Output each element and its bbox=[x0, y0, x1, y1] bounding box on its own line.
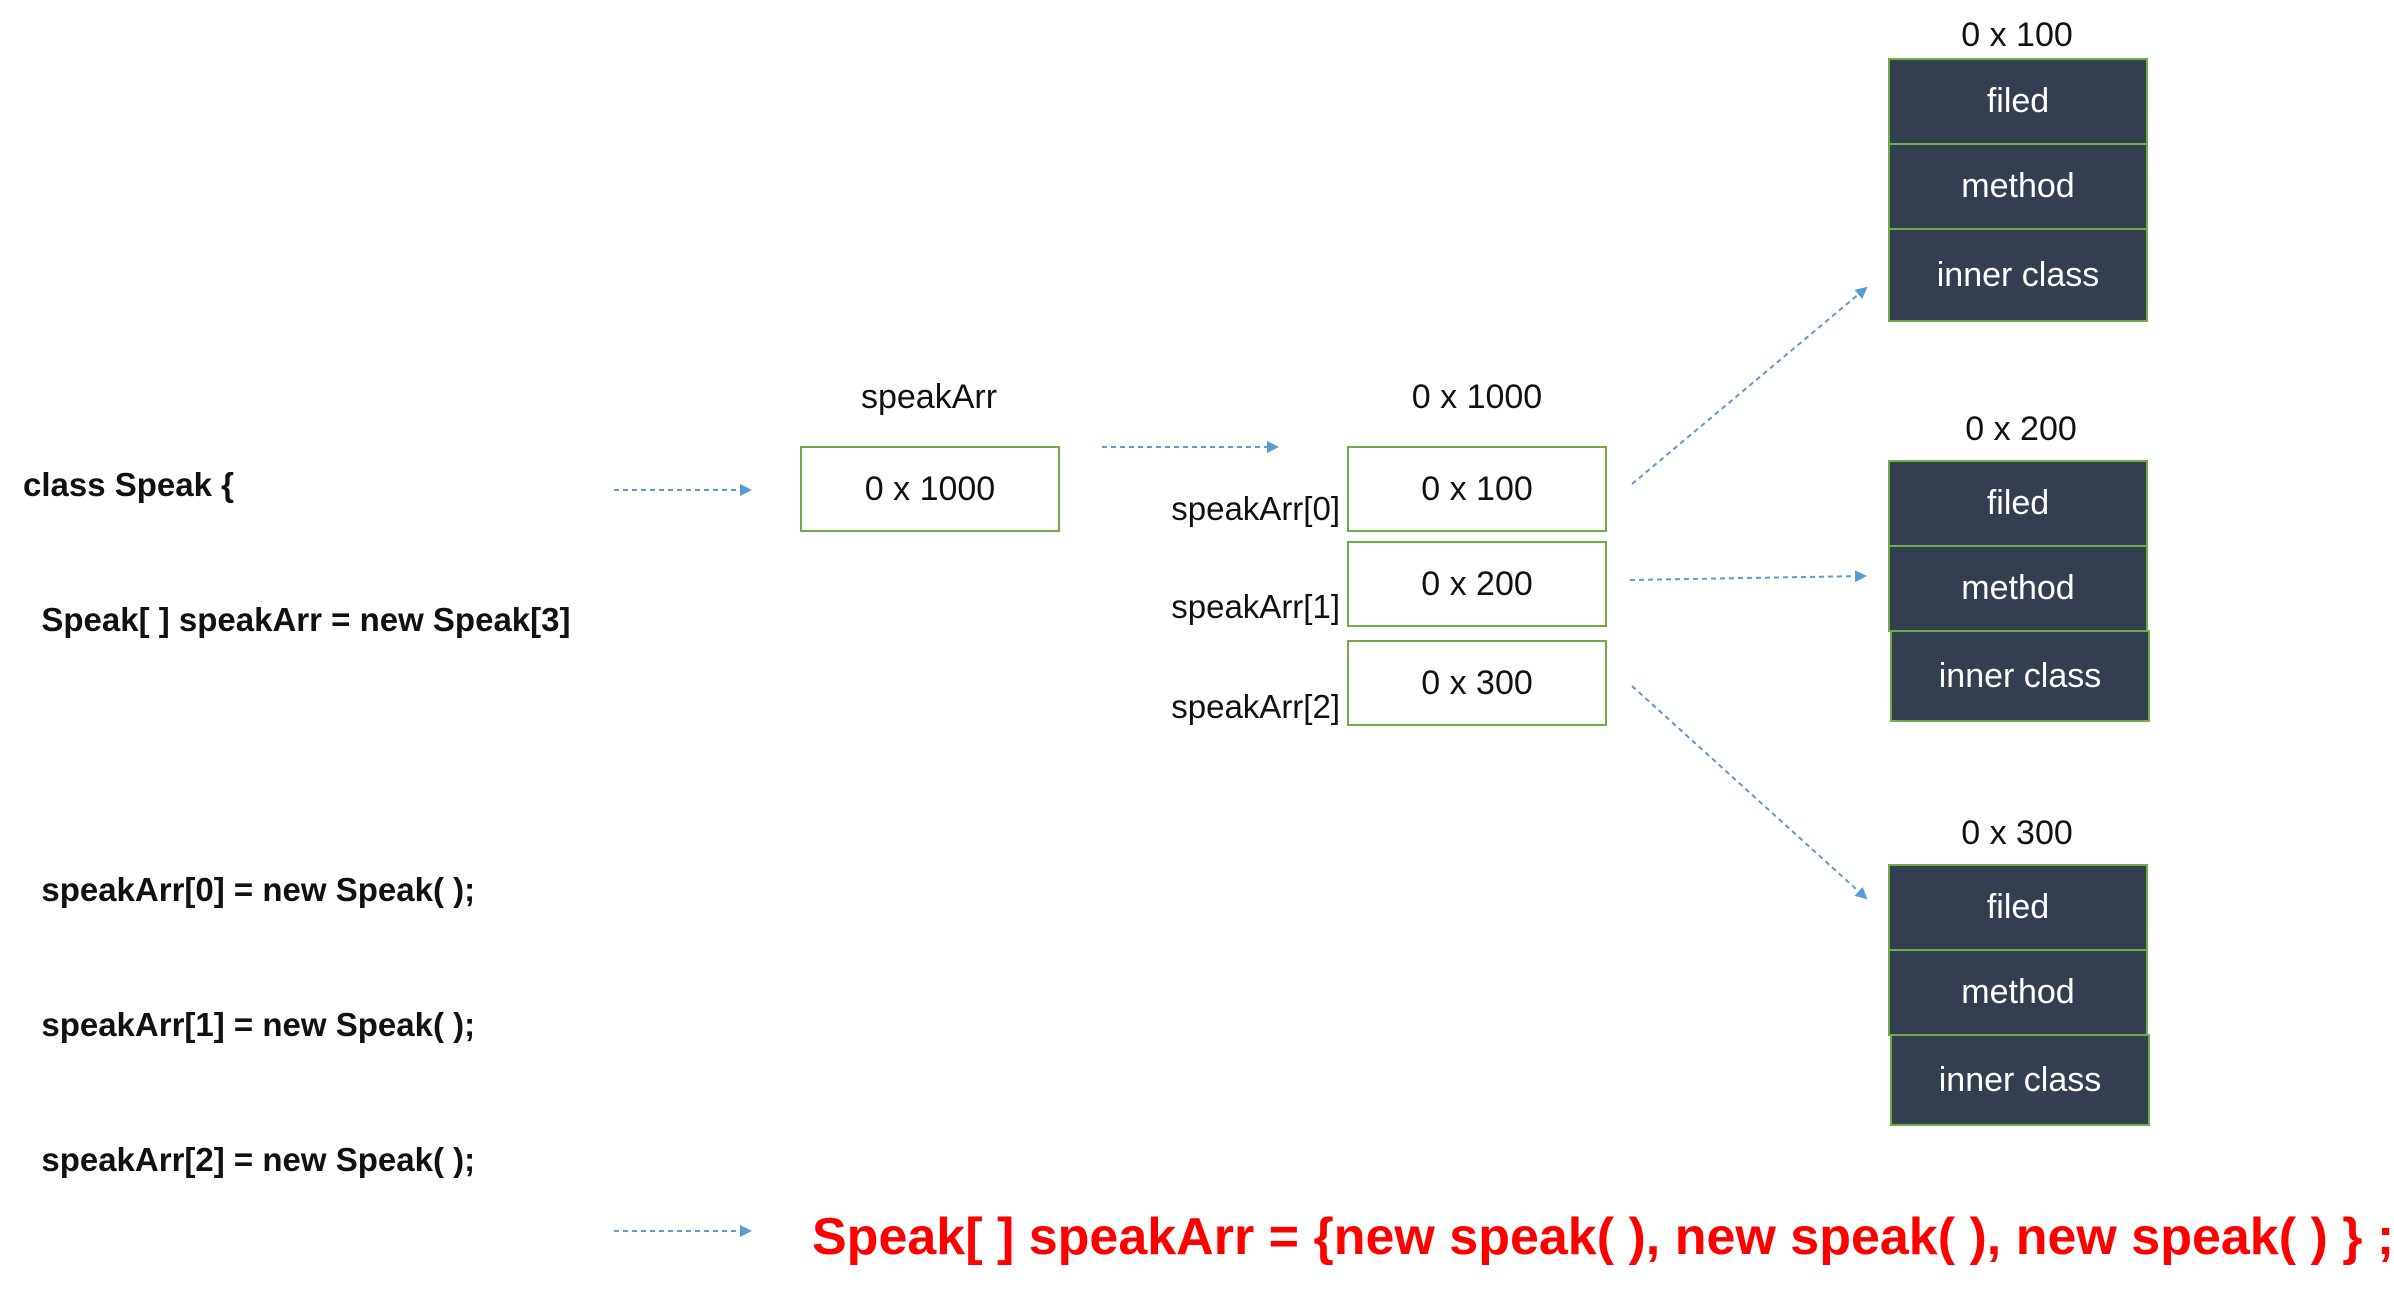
object-address: 0 x 300 bbox=[1961, 814, 2073, 852]
array-index-label: speakArr[2] bbox=[1171, 688, 1340, 725]
object-block: filed method inner class bbox=[1888, 58, 2148, 322]
member-label: inner class bbox=[1938, 656, 2102, 695]
object-member: filed bbox=[1888, 864, 2148, 951]
object-address: 0 x 100 bbox=[1961, 16, 2073, 54]
member-label: method bbox=[1961, 569, 2075, 607]
reference-value: 0 x 1000 bbox=[864, 469, 996, 508]
code-line: speakArr[1] = new Speak( ); bbox=[23, 1006, 476, 1043]
reference-box: 0 x 1000 bbox=[800, 446, 1060, 532]
code-line: speakArr[0] = new Speak( ); bbox=[23, 871, 476, 908]
object-member: inner class bbox=[1890, 1034, 2150, 1126]
array-slot: 0 x 200 bbox=[1347, 541, 1607, 627]
reference-name: speakArr bbox=[860, 378, 998, 416]
object-member: inner class bbox=[1890, 630, 2150, 722]
arrow-slot1-to-object bbox=[1629, 570, 1867, 583]
object-member: filed bbox=[1888, 460, 2148, 547]
object-member: method bbox=[1888, 545, 2148, 632]
array-index-label: speakArr[0] bbox=[1171, 490, 1340, 527]
array-index-label: speakArr[1] bbox=[1171, 588, 1340, 625]
member-label: inner class bbox=[1936, 255, 2100, 294]
member-label: method bbox=[1961, 167, 2075, 205]
arrow-slot0-to-object bbox=[1631, 286, 1868, 485]
member-label: inner class bbox=[1938, 1060, 2102, 1099]
array-slot-value: 0 x 100 bbox=[1421, 469, 1533, 508]
array-slot-value: 0 x 300 bbox=[1421, 663, 1533, 702]
object-address: 0 x 200 bbox=[1965, 410, 2077, 448]
shorthand-initializer: Speak[ ] speakArr = {new speak( ), new s… bbox=[812, 1208, 2394, 1266]
object-member: method bbox=[1888, 949, 2148, 1036]
array-slot: 0 x 300 bbox=[1347, 640, 1607, 726]
member-label: filed bbox=[1986, 82, 2050, 120]
object-block: filed method inner class bbox=[1888, 460, 2150, 722]
member-label: filed bbox=[1986, 484, 2050, 522]
array-slot: 0 x 100 bbox=[1347, 446, 1607, 532]
object-member: filed bbox=[1888, 58, 2148, 145]
object-member: method bbox=[1888, 143, 2148, 230]
member-label: method bbox=[1961, 973, 2075, 1011]
code-line: speakArr[2] = new Speak( ); bbox=[23, 1141, 476, 1178]
array-slot-value: 0 x 200 bbox=[1421, 564, 1533, 603]
code-block: class Speak { Speak[ ] speakArr = new Sp… bbox=[23, 372, 570, 1227]
object-block: filed method inner class bbox=[1888, 864, 2150, 1126]
array-address: 0 x 1000 bbox=[1411, 378, 1543, 416]
member-label: filed bbox=[1986, 888, 2050, 926]
object-member: inner class bbox=[1888, 228, 2148, 322]
code-line: class Speak { bbox=[23, 466, 234, 503]
code-line: Speak[ ] speakArr = new Speak[3] bbox=[23, 601, 571, 638]
arrow-slot2-to-object bbox=[1631, 685, 1868, 900]
